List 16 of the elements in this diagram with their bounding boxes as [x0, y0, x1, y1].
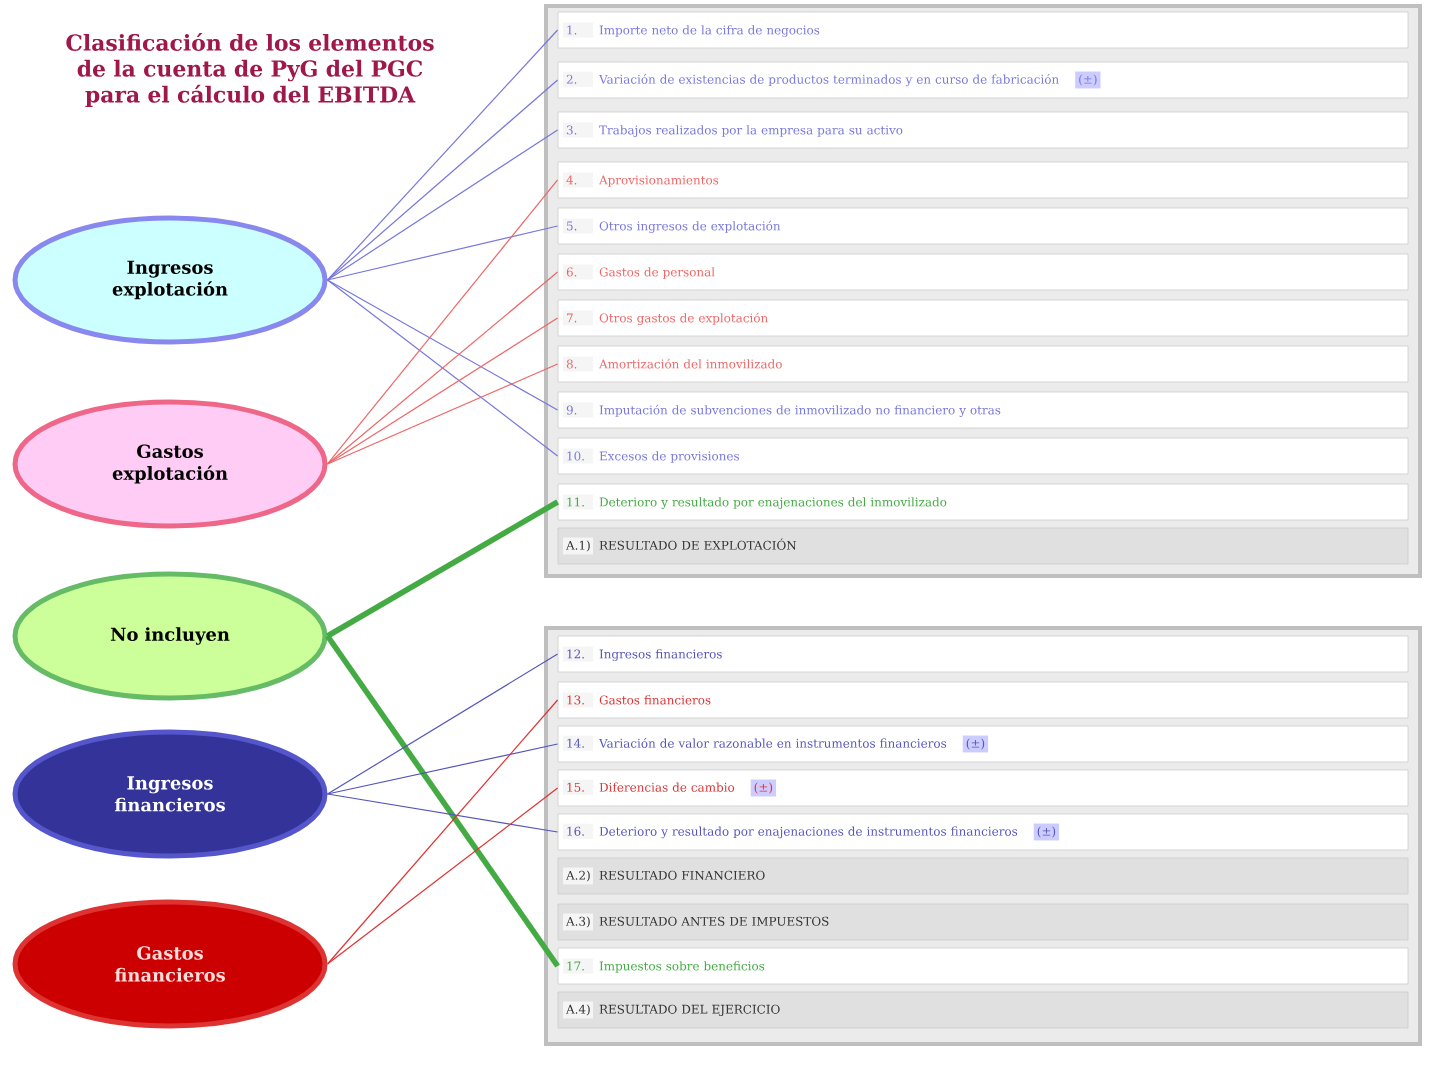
connector-line — [326, 699, 559, 965]
connector-line — [326, 793, 559, 833]
connector-line — [325, 634, 560, 968]
connector-line — [326, 363, 559, 465]
connector-line — [326, 79, 559, 281]
connector-line — [326, 179, 559, 465]
connector-line — [326, 29, 559, 281]
title: Clasificación de los elementos de la cuenta de PyG del PGC para el cálculo del EBITDA — [66, 33, 434, 107]
connector-line — [326, 787, 559, 965]
connector-line — [326, 317, 559, 465]
connector-line — [326, 129, 559, 281]
connector-line — [326, 279, 559, 411]
connector-line — [326, 225, 559, 281]
connector-line — [326, 743, 559, 795]
connector-line — [326, 653, 559, 795]
connector-line — [326, 499, 559, 639]
